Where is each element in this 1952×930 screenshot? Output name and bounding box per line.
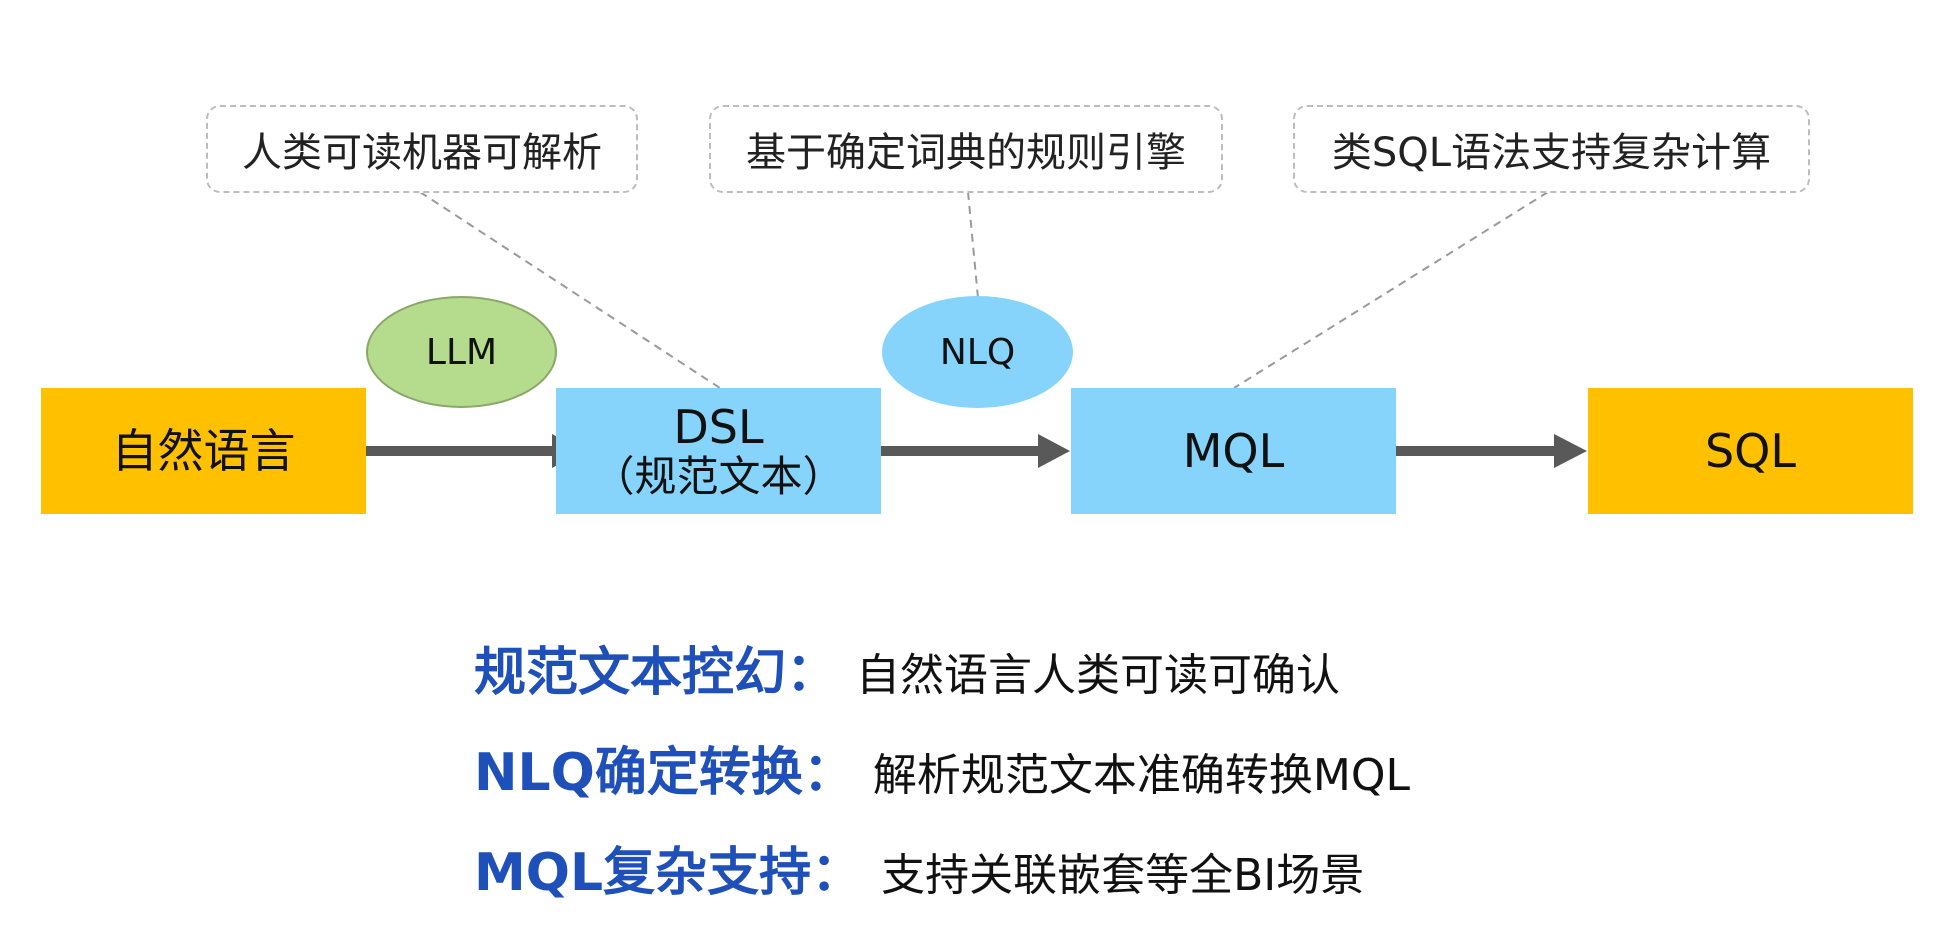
- note-key-3: MQL复杂支持：: [474, 843, 864, 903]
- arrow-dsl-to-mql: [881, 434, 1070, 468]
- node-mql: MQL: [1071, 388, 1396, 514]
- node-dsl-label: DSL: [673, 400, 764, 454]
- node-sql: SQL: [1588, 388, 1913, 514]
- node-natural-language-label: 自然语言: [111, 424, 296, 478]
- note-row-3: MQL复杂支持： 支持关联嵌套等全BI场景: [474, 830, 1364, 905]
- leader-line-nlq: [967, 191, 979, 299]
- note-key-1: 规范文本控幻：: [474, 643, 839, 703]
- note-key-2: NLQ确定转换：: [474, 743, 855, 803]
- note-value-1: 自然语言人类可读可确认: [856, 650, 1341, 701]
- callout-mql: 类SQL语法支持复杂计算: [1293, 105, 1810, 193]
- node-dsl-sublabel: （规范文本）: [592, 452, 845, 501]
- arrow-mql-to-sql: [1396, 434, 1587, 468]
- leader-line-dsl: [419, 191, 721, 389]
- leader-line-mql: [1233, 191, 1549, 389]
- node-natural-language: 自然语言: [41, 388, 366, 514]
- arrow-natural-language-to-dsl: [366, 434, 584, 468]
- node-dsl: DSL （规范文本）: [556, 388, 881, 514]
- node-sql-label: SQL: [1704, 424, 1797, 478]
- note-value-3: 支持关联嵌套等全BI场景: [881, 850, 1365, 901]
- node-mql-label: MQL: [1182, 424, 1285, 478]
- bubble-llm: LLM: [366, 296, 557, 408]
- note-value-2: 解析规范文本准确转换MQL: [872, 750, 1410, 801]
- note-row-2: NLQ确定转换： 解析规范文本准确转换MQL: [474, 730, 1410, 805]
- callout-nlq: 基于确定词典的规则引擎: [709, 105, 1223, 193]
- note-row-1: 规范文本控幻： 自然语言人类可读可确认: [474, 630, 1340, 705]
- bubble-nlq: NLQ: [882, 296, 1073, 408]
- callout-dsl: 人类可读机器可解析: [206, 105, 638, 193]
